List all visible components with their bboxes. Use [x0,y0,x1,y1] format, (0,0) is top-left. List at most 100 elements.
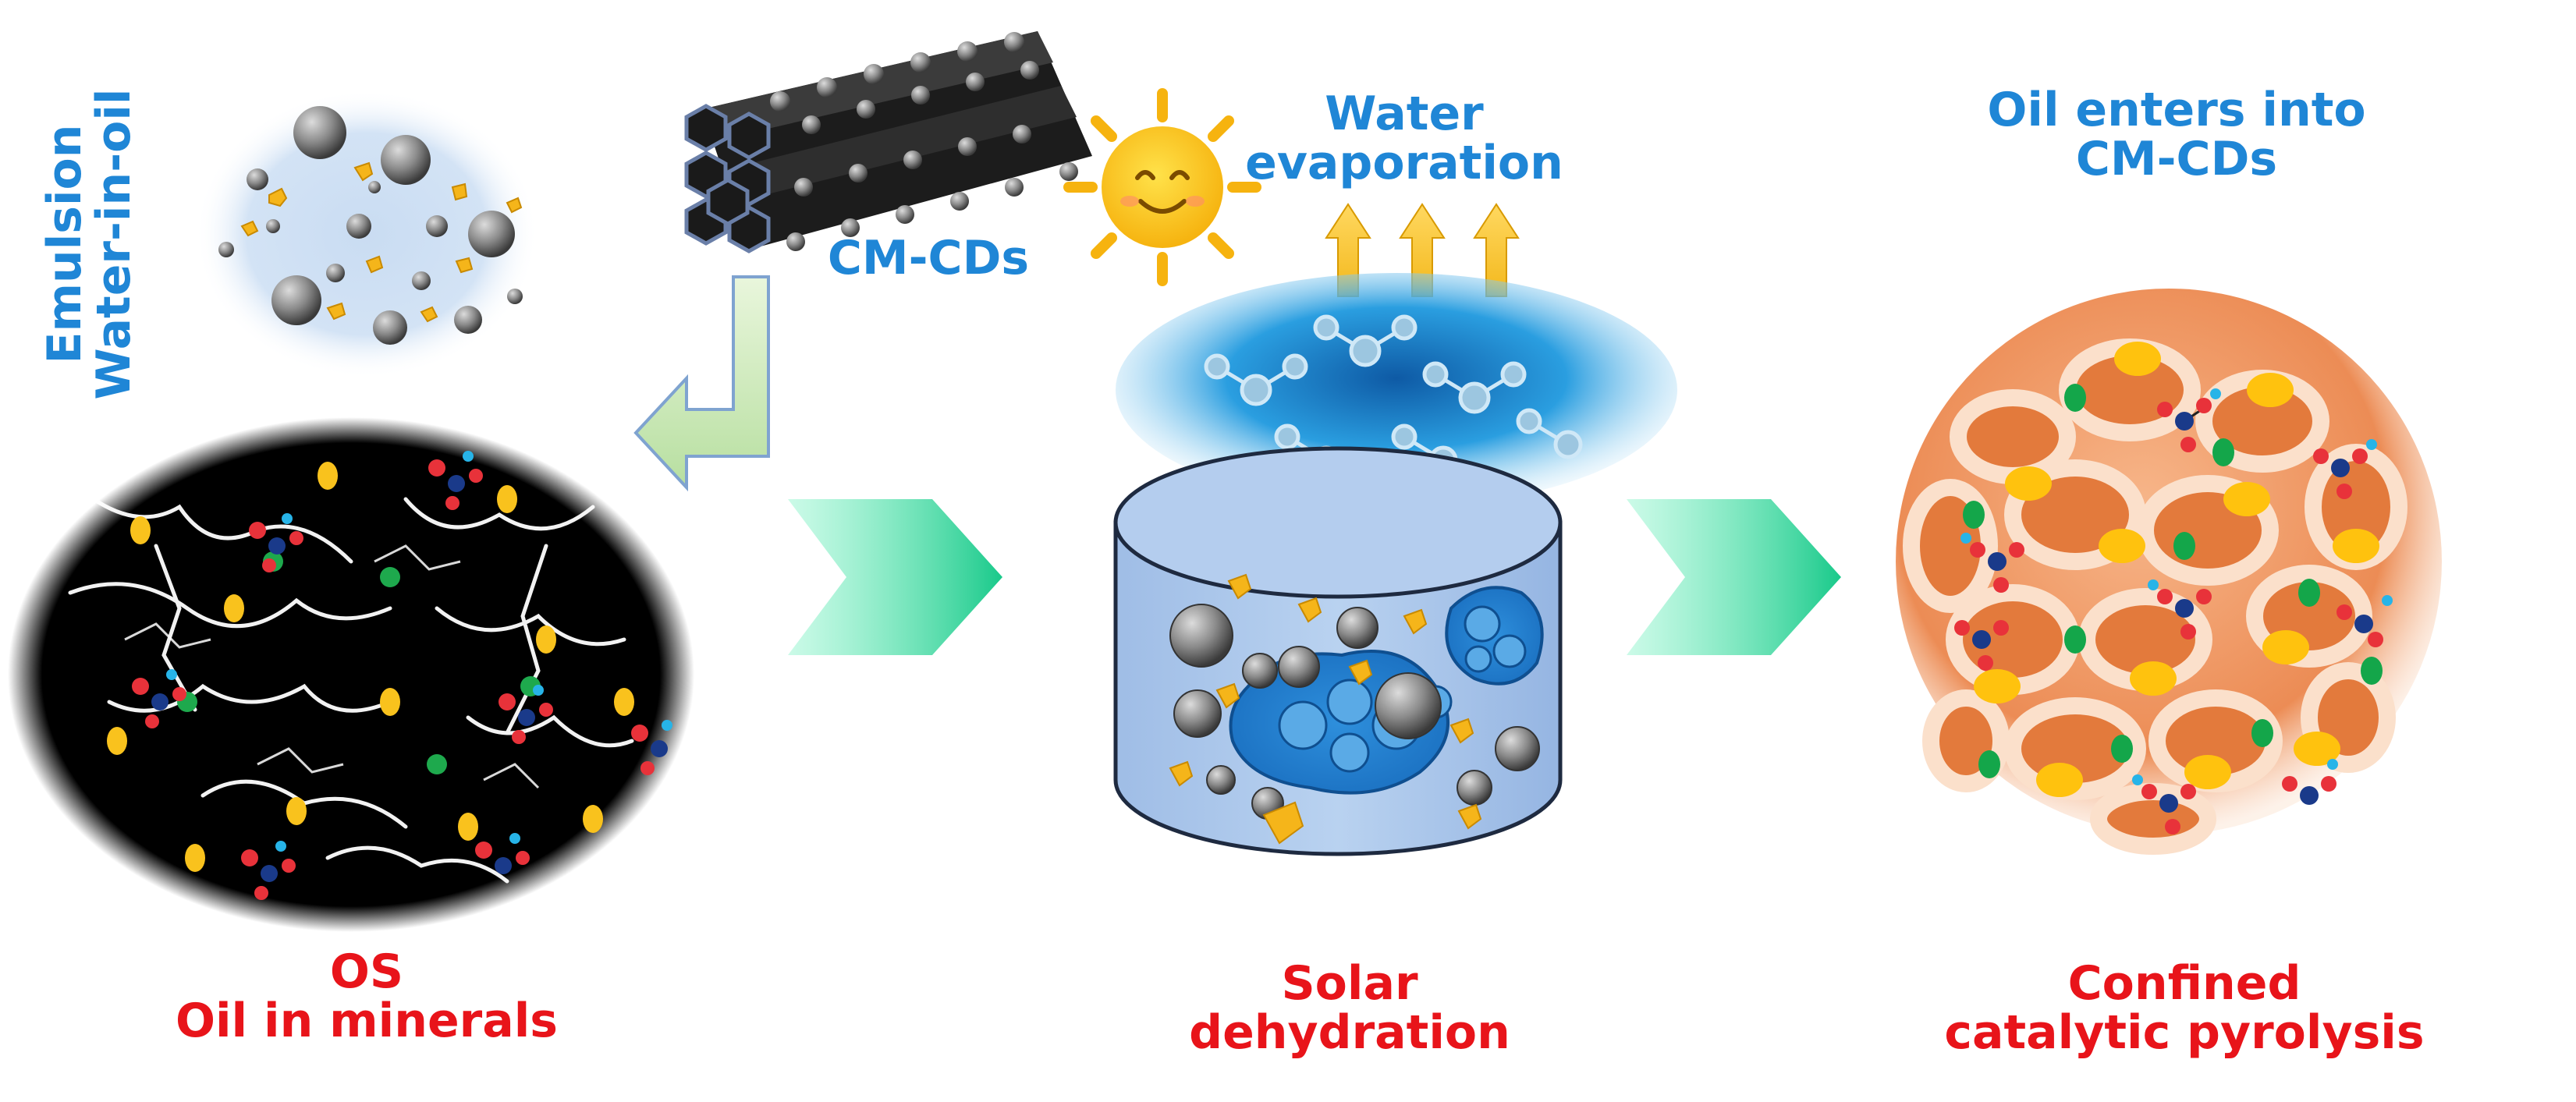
molecule-cluster [2313,439,2377,499]
emulsion-ball [326,264,345,282]
emulsion-ball [373,310,407,345]
solar-dehydration-line2: dehydration [1189,1005,1510,1060]
tube-bead [958,137,977,156]
mineral-crack [483,763,540,789]
emulsion-ball [381,135,431,185]
cm-cds-label-text: CM-CDs [827,231,1030,285]
emulsion-label-line1: Emulsion [37,124,92,364]
mineral-crack [68,582,392,629]
emulsion-ball [293,106,346,159]
emulsion-ball [247,168,268,190]
mineral-crack [505,544,548,735]
solar-dehydration-line1: Solar [1281,956,1418,1011]
oil-molecule [365,255,384,274]
mineral-green-site [380,567,400,587]
tube-bead [1005,178,1024,197]
tube-bead [1013,125,1031,144]
oil-droplet [2005,466,2052,501]
tube-bead [849,164,868,182]
oil-molecule [1348,659,1373,686]
oil-molecule [455,257,474,274]
tube-bead [896,205,914,224]
oil-droplet [458,813,478,841]
water-evaporation-label: Water evaporation [1225,90,1584,188]
catalyst-site [2212,438,2234,466]
tube-bead [950,192,969,211]
emulsion-ball [266,219,280,233]
oil-molecule [1215,682,1240,709]
tube-bead [1004,32,1024,52]
oil-shale-mineral [8,417,694,932]
oil-molecule [1262,801,1304,845]
tube-bead [770,91,790,112]
emulsion-ball [368,181,381,193]
catalyst-site [2111,735,2133,763]
catalyst-site [2064,625,2086,654]
molecule-cluster [1954,620,2009,671]
oil-molecule [1169,760,1194,787]
os-label: OS Oil in minerals [148,948,585,1046]
molecule-cluster [499,685,553,744]
process-arrow-1 [788,499,1002,655]
molecule-cluster [1960,533,2024,593]
molecule-cluster [631,720,672,775]
oil-droplet [2130,661,2177,696]
emulsion-ball [412,271,431,290]
oil-enters-label: Oil enters into CM-CDs [1958,86,2395,184]
dehydration-cylinder [1113,446,1563,856]
molecule-cluster [475,833,530,874]
oil-molecule [326,302,346,321]
molecule-cluster [241,841,296,900]
molecule-cluster [2157,388,2221,452]
solar-dehydration-label: Solar dehydration [1131,959,1568,1058]
mineral-crack [257,747,344,774]
oil-droplet [2294,732,2340,766]
feed-arrow [633,275,770,492]
mineral-green-site [427,754,447,774]
cylinder-ball [1457,770,1492,806]
oil-molecule [1227,573,1252,600]
molecule-cluster [2282,759,2338,805]
emulsion-ball [218,242,234,257]
emulsion-label-line2: Water-in-oil [87,88,141,400]
oil-enters-line2: CM-CDs [2075,132,2278,186]
oil-molecule [240,220,259,237]
oil-droplet [583,805,603,833]
catalyst-site [1978,750,2000,778]
emulsion-ball [426,215,448,237]
sun-icon [1063,88,1261,286]
water-blob [1445,586,1544,686]
tube-bead [817,77,837,97]
cylinder-ball [1169,604,1233,668]
water-evaporation-line1: Water [1325,87,1484,141]
cylinder-ball [1495,726,1540,771]
oil-droplet [2333,529,2379,563]
tube-end-hexagons [684,104,771,253]
tube-bead [910,52,931,73]
oil-molecule [506,197,523,214]
tube-bead [1059,162,1078,181]
oil-droplet [2036,763,2083,797]
oil-droplet [107,727,127,755]
oil-molecule [1457,803,1482,830]
emulsion-label: Emulsion Water-in-oil [37,41,141,447]
tube-bead [794,178,813,197]
oil-molecule [1449,718,1474,744]
oil-droplet [614,688,634,716]
oil-droplet [497,485,517,513]
catalyst-site [2298,579,2320,607]
mineral-crack [403,497,595,531]
evaporation-arrows [1325,203,1520,297]
mineral-crack [124,622,211,649]
mineral-crack [154,544,197,712]
cm-cds-label: CM-CDs [788,234,1069,283]
cylinder-ball [1173,689,1222,738]
process-arrow-2 [1627,499,1841,655]
oil-droplet [318,462,338,490]
tube-bead [857,100,875,119]
os-label-line2: Oil in minerals [175,994,559,1048]
oil-droplet [2099,529,2145,563]
catalyst-site [2361,657,2383,685]
cylinder-ball [1336,607,1378,649]
